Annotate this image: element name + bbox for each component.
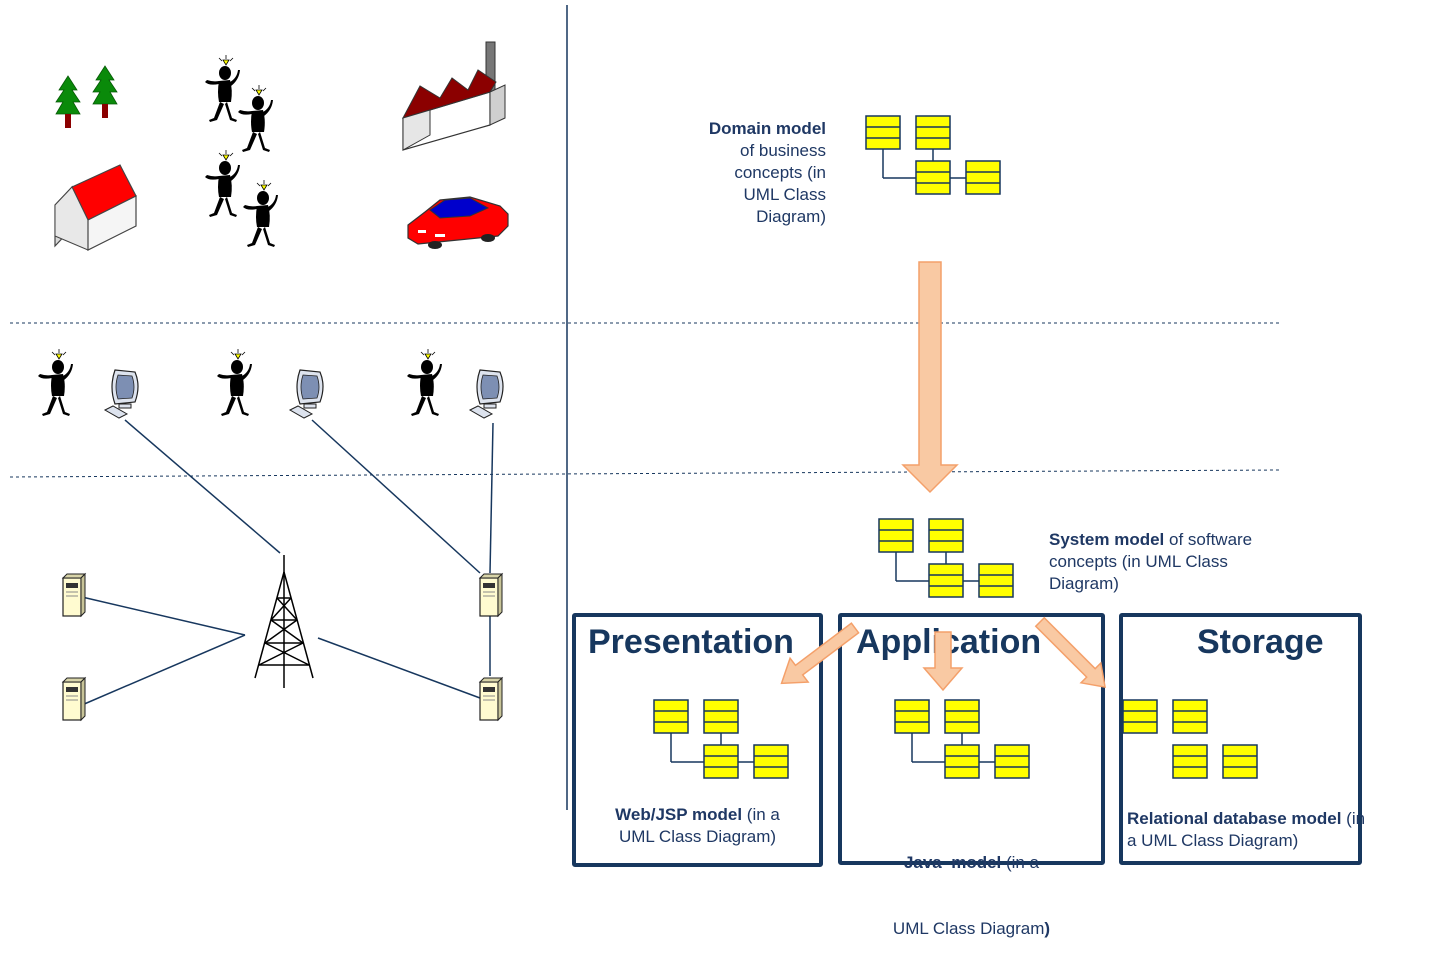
web-jsp-model-caption: Web/JSP model (in a UML Class Diagram) <box>576 804 819 848</box>
scene-canvas <box>9 5 1281 810</box>
java-model-line-2: UML Class Diagram <box>892 919 1045 938</box>
relational-db-model-line-2: a UML Class Diagram) <box>1127 831 1299 850</box>
domain-model-caption: Domain model of business concepts (in UM… <box>709 118 826 228</box>
relational-db-model-caption: Relational database model (in a UML Clas… <box>1127 808 1365 852</box>
domain-model-line-3: UML Class <box>743 185 827 204</box>
system-model-line-1: of software <box>1164 530 1253 549</box>
java-model-caption: Java model (in a UML Class Diagram) <box>842 808 1101 962</box>
web-jsp-model-caption-rest: (in a <box>742 805 780 824</box>
dashed-divider-bottom <box>9 469 1281 478</box>
java-model-title: Java model <box>903 853 1002 872</box>
network-links <box>81 419 494 706</box>
house-icon <box>54 164 137 251</box>
java-model-caption-rest: (in a <box>1001 853 1040 872</box>
domain-model-title: Domain model <box>708 119 826 138</box>
arrow-to-storage <box>1034 616 1106 688</box>
domain-model-line-2: concepts (in <box>734 163 826 182</box>
presentation-panel <box>572 613 823 867</box>
relational-db-model-title: Relational database model <box>1127 809 1342 828</box>
storage-panel <box>1119 613 1362 865</box>
web-jsp-model-title: Web/JSP model <box>615 805 743 824</box>
java-model-line-2-tail: ) <box>1044 919 1051 938</box>
storage-heading: Storage <box>1197 623 1324 661</box>
system-model-caption: System model of software concepts (in UM… <box>1049 529 1252 595</box>
radio-tower-icon <box>254 555 314 688</box>
layer-arrows <box>780 616 1106 692</box>
system-model-line-2: concepts (in UML Class <box>1049 552 1228 571</box>
system-model-line-3: Diagram) <box>1049 574 1119 593</box>
system-model-title: System model <box>1049 530 1165 549</box>
arrow-to-presentation <box>780 622 860 685</box>
web-jsp-model-line-2: UML Class Diagram) <box>618 827 777 846</box>
arrow-to-application <box>922 631 964 692</box>
relational-db-model-caption-rest: (in <box>1341 809 1366 828</box>
factory-icon <box>401 41 506 151</box>
domain-model-line-1: of business <box>740 141 826 160</box>
application-panel <box>838 613 1105 865</box>
presentation-heading: Presentation <box>588 623 794 661</box>
domain-model-line-4: Diagram) <box>756 207 826 226</box>
car-icon <box>407 196 509 249</box>
transform-arrow-down <box>901 261 959 494</box>
